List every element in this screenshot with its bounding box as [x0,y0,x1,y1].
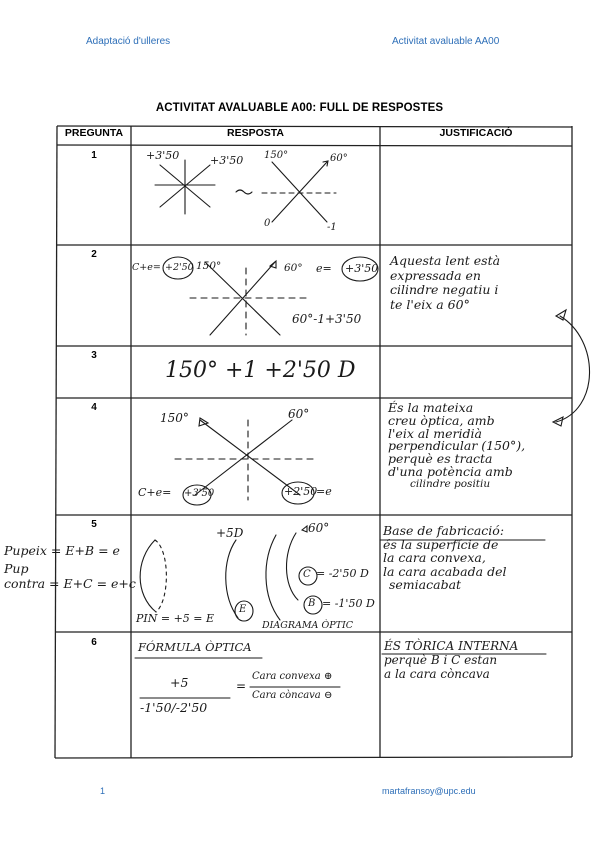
row-2-label-d: e= [316,262,332,275]
row-2-justification: Aquesta lent està expressada en cilindre… [390,253,501,312]
page-number: 1 [100,786,106,796]
row-5-margin-notes: Pupeix = E+B = e Pup contra = E+C = e+c [4,543,136,591]
row-5-c-value: = -2'50 D [316,567,369,580]
row-5-circled-c: C [303,569,311,580]
header-activity-title: Activitat avaluable AA00 [392,36,500,47]
row-6-numerator: +5 [170,675,189,690]
row-6-fraction-top: Cara convexa ⊕ [252,671,333,682]
row-4-label-d: =e [316,485,332,498]
column-header-resposta: RESPOSTA [227,127,284,139]
row-4-justification: És la mateixa creu òptica, amb l'eix al … [388,400,526,490]
row-1-label-e: 0 [264,218,271,229]
row-4-label-a: 150° [160,411,189,425]
row-5-b-value: = -1'50 D [322,597,375,610]
row-5-circled-b: B [308,598,316,609]
author-email: martafransoy@upc.edu [382,786,476,796]
row-3-prescription: 150° +1 +2'50 D [165,358,356,383]
row-2-label-a: C+e= [132,262,161,273]
row-6-fraction-bottom: Cara còncava ⊖ [252,690,333,701]
row-2-label-c: 60° [284,262,303,274]
row-5-pin: PIN = +5 = E [136,612,215,625]
row-4-circled-2: +2'50 [284,485,318,498]
row-5-label-b: 60° [308,521,330,535]
row-6-number: 6 [91,637,97,648]
row-5-circled-e: E [239,604,247,615]
row-5-label-a: +5D [216,526,244,540]
row-2-label-e: 60°-1+3'50 [292,312,362,326]
row-5-diagram-label: DIAGRAMA ÒPTIC [262,620,353,631]
row-2-circled-1: +2'50 [165,262,194,273]
row-2-number: 2 [91,249,97,260]
row-4-label-b: 60° [288,407,310,421]
row-6-justification: ÉS TÒRICA INTERNA perquè B i C estan a l… [384,639,519,682]
column-header-pregunta: PREGUNTA [64,127,124,139]
column-header-justificacio: JUSTIFICACIÓ [439,127,513,139]
row-4-number: 4 [91,402,97,413]
row-1-label-f: -1 [327,222,337,233]
row-5-number: 5 [91,519,97,530]
row-2-circled-2: +3'50 [345,262,379,275]
row-1-label-d: 60° [330,153,348,164]
row-1-label-b: +3'50 [210,154,244,167]
row-5-justification: Base de fabricació: és la superfície de … [383,523,507,592]
row-6-formula-title: FÓRMULA ÒPTICA [138,640,252,654]
row-6-denominator: -1'50/-2'50 [140,700,208,715]
row-4-circled-1: +3'50 [184,488,215,499]
row-1-label-c: 150° [264,150,289,161]
row-4-label-c: C+e= [138,486,172,499]
row-2-label-b: 150° [196,260,222,272]
row-6-equals: = [236,679,247,693]
row-3-number: 3 [91,350,97,361]
row-1-number: 1 [91,150,97,161]
row-1-label-a: +3'50 [146,149,180,162]
page-title: ACTIVITAT AVALUABLE A00: FULL DE RESPOST… [155,102,444,114]
header-course-title: Adaptació d'ulleres [86,36,171,47]
